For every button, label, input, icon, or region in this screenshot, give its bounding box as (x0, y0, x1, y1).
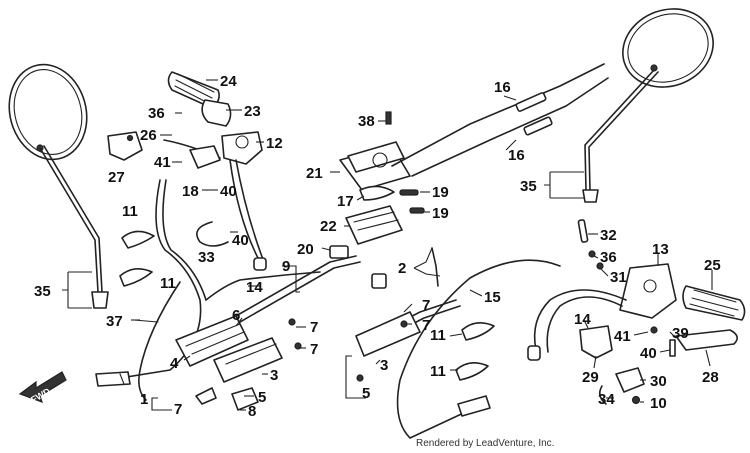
left-hardware (133, 318, 302, 411)
callout-40: 40 (232, 232, 249, 249)
callout-40: 40 (220, 183, 237, 200)
callout-23: 23 (244, 103, 261, 120)
callout-37: 37 (106, 313, 123, 330)
callout-27: 27 (108, 169, 125, 186)
callout-38: 38 (358, 113, 375, 130)
callout-5: 5 (258, 389, 266, 406)
rear-cable-left (205, 271, 321, 301)
left-cable-clips (119, 230, 155, 287)
right-bolts (577, 219, 676, 357)
callout-7: 7 (422, 297, 430, 314)
upper-cables (391, 63, 609, 177)
callout-12: 12 (266, 135, 283, 152)
callout-17: 17 (337, 193, 354, 210)
callout-3: 3 (270, 367, 278, 384)
callout-numbers: 24 23 36 26 12 27 41 18 40 40 11 11 33 3… (34, 73, 721, 420)
callout-11: 11 (122, 203, 138, 220)
callout-14: 14 (574, 311, 591, 328)
callout-34: 34 (598, 391, 615, 408)
left-grip (167, 71, 232, 127)
callout-1: 1 (140, 391, 148, 408)
right-lever-bracket (579, 325, 645, 405)
callout-8: 8 (248, 403, 256, 420)
callout-29: 29 (582, 369, 599, 386)
master-cylinder (339, 111, 411, 245)
callout-13: 13 (652, 241, 669, 258)
callout-2: 2 (398, 260, 406, 277)
left-cables (95, 179, 207, 401)
left-lever-bracket (107, 131, 221, 169)
hose (196, 221, 229, 247)
callout-41: 41 (154, 154, 171, 171)
long-brake-cable-end (457, 395, 491, 417)
callout-39: 39 (672, 325, 689, 342)
callout-5: 5 (362, 385, 370, 402)
callout-6: 6 (232, 307, 240, 324)
callout-36: 36 (148, 105, 165, 122)
credit-text: Rendered by LeadVenture, Inc. (416, 438, 554, 449)
callout-10: 10 (650, 395, 667, 412)
long-brake-cable (396, 259, 561, 439)
callout-7: 7 (310, 319, 318, 336)
callout-26: 26 (140, 127, 157, 144)
cable-guide-left (235, 245, 387, 323)
callout-4: 4 (170, 355, 179, 372)
callout-20: 20 (297, 241, 314, 258)
callout-18: 18 (182, 183, 199, 200)
callout-28: 28 (702, 369, 719, 386)
callout-41: 41 (614, 328, 631, 345)
center-cable-clips (455, 322, 495, 381)
callout-3: 3 (380, 357, 388, 374)
callout-11: 11 (160, 275, 176, 292)
left-switch-housing (221, 131, 267, 271)
callout-40: 40 (640, 345, 657, 362)
callout-7: 7 (174, 401, 182, 418)
callout-25: 25 (704, 257, 721, 274)
callout-7: 7 (310, 341, 318, 358)
callout-35: 35 (520, 178, 537, 195)
callout-22: 22 (320, 218, 337, 235)
callout-33: 33 (198, 249, 215, 266)
right-mirror (582, 8, 714, 203)
callout-36: 36 (600, 249, 617, 266)
right-switch-housing (527, 263, 677, 361)
front-brake-lever (675, 329, 738, 351)
callout-7: 7 (422, 317, 430, 334)
callout-14: 14 (246, 279, 263, 296)
callout-21: 21 (306, 165, 323, 182)
leader-lines (62, 79, 713, 411)
callout-35: 35 (34, 283, 51, 300)
callout-19: 19 (432, 184, 449, 201)
callout-31: 31 (610, 269, 627, 286)
callout-30: 30 (650, 373, 667, 390)
right-grip (682, 285, 746, 321)
callout-9: 9 (282, 258, 290, 275)
callout-11: 11 (430, 363, 446, 380)
callout-32: 32 (600, 227, 617, 244)
left-mirror (8, 63, 109, 309)
callout-15: 15 (484, 289, 501, 306)
forward-arrow: FWD (18, 371, 67, 405)
callout-24: 24 (220, 73, 237, 90)
callout-19: 19 (432, 205, 449, 222)
callout-11: 11 (430, 327, 446, 344)
left-switch-assembly (175, 315, 283, 383)
callout-16: 16 (494, 79, 511, 96)
callout-16: 16 (508, 147, 525, 164)
center-bolts (399, 189, 425, 214)
